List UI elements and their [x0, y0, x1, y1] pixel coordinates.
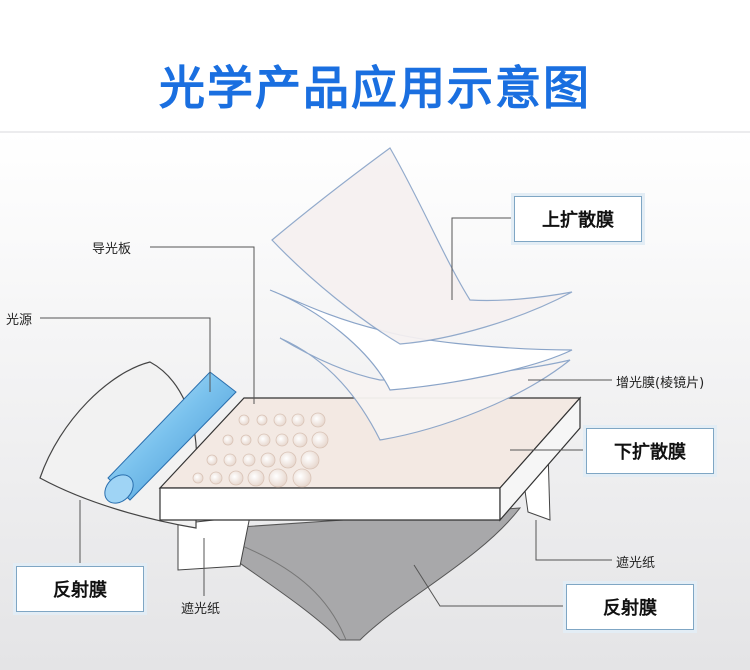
- light-source-tube: [104, 371, 237, 504]
- label-shading-paper-bottom: 遮光纸: [181, 602, 221, 617]
- label-brightness-film: 增光膜(棱镜片): [616, 376, 705, 391]
- reflector-sheet-bottom: [194, 507, 522, 641]
- light-guide-plate: [158, 396, 582, 522]
- upper-diffuser-film: [271, 147, 573, 345]
- leader-light-source: [40, 317, 211, 392]
- label-box-lower-diffuser: 下扩散膜: [586, 428, 714, 474]
- page-title: 光学产品应用示意图: [159, 61, 591, 115]
- leader-light-guide-plate: [150, 246, 255, 404]
- label-reflector-bottom: 反射膜: [603, 598, 657, 619]
- label-box-reflector-left: 反射膜: [16, 566, 144, 612]
- leader-shading-right: [535, 520, 612, 561]
- lower-diffuser-film: [279, 337, 571, 441]
- label-box-upper-diffuser: 上扩散膜: [514, 196, 642, 242]
- label-reflector-left: 反射膜: [53, 580, 107, 601]
- label-box-reflector-bottom: 反射膜: [566, 584, 694, 630]
- label-light-source: 光源: [6, 313, 33, 328]
- label-light-guide-plate: 导光板: [92, 242, 132, 257]
- label-lower-diffuser: 下扩散膜: [614, 442, 686, 463]
- leader-reflector-bottom: [413, 564, 566, 607]
- dot-pattern: [192, 412, 329, 488]
- reflector-sheet-bottom-edge: [239, 544, 347, 641]
- label-shading-paper-right: 遮光纸: [616, 556, 656, 571]
- label-upper-diffuser: 上扩散膜: [542, 210, 614, 231]
- leader-upper-diffuser: [451, 217, 514, 300]
